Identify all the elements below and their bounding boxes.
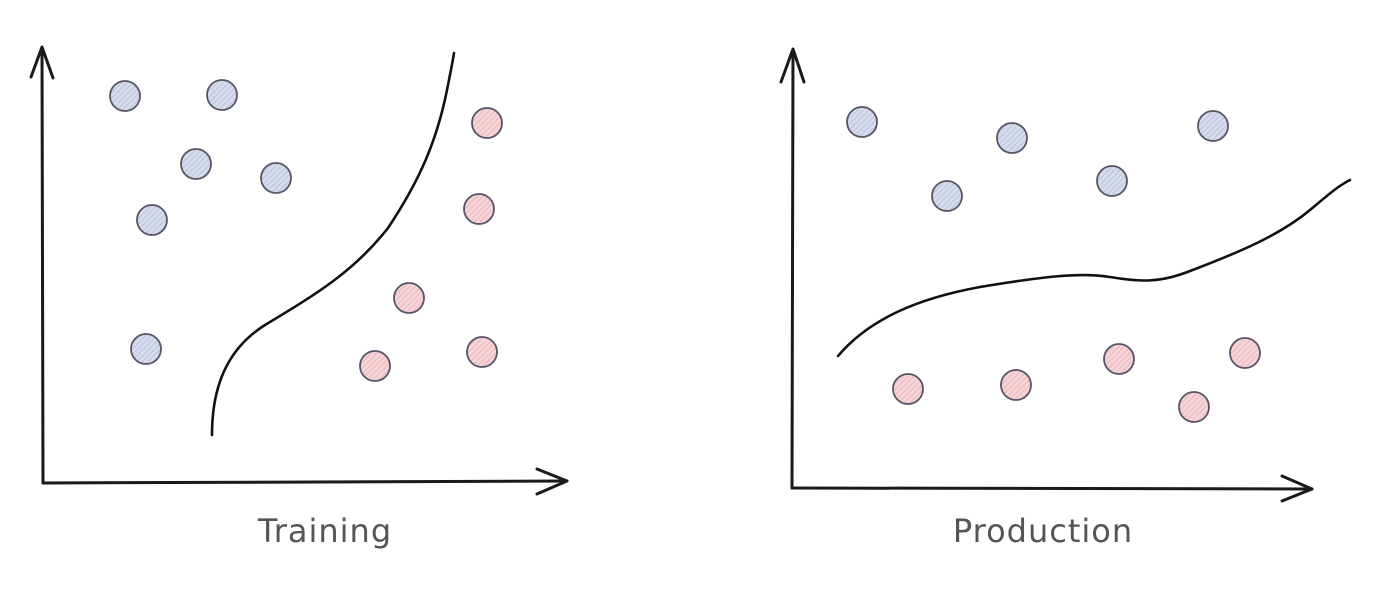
training-decision-boundary <box>210 51 456 437</box>
training-class-b-point-2 <box>463 193 495 225</box>
training-x-axis <box>41 479 569 485</box>
training-class-b-point-3 <box>393 282 425 314</box>
production-title: Production <box>953 512 1133 550</box>
production-class-b-point-1 <box>892 373 924 405</box>
production-class-b-point-5 <box>1178 391 1210 423</box>
training-class-b-point-1 <box>471 107 503 139</box>
production-y-axis <box>790 48 795 490</box>
production-class-b-point-2 <box>1000 369 1032 401</box>
production-axes <box>779 47 1314 503</box>
production-decision-boundary <box>836 178 1352 358</box>
production-x-arrowhead <box>1280 474 1314 503</box>
training-class-a-point-6 <box>130 333 162 365</box>
training-axes <box>29 45 569 496</box>
training-points <box>109 79 503 382</box>
training-class-a-point-5 <box>136 204 168 236</box>
training-y-axis <box>40 46 45 485</box>
production-class-b-point-4 <box>1229 337 1261 369</box>
production-class-a-point-4 <box>931 180 963 212</box>
training-class-b-point-5 <box>466 336 498 368</box>
training-class-a-point-1 <box>109 80 141 112</box>
production-class-b-point-3 <box>1103 343 1135 375</box>
production-class-a-point-1 <box>846 106 878 138</box>
production-y-arrowhead <box>779 47 806 84</box>
production-class-a-point-3 <box>1197 110 1229 142</box>
training-class-a-point-3 <box>180 148 212 180</box>
training-title: Training <box>257 512 392 550</box>
production-class-a-point-5 <box>1096 165 1128 197</box>
training-class-a-point-4 <box>260 162 292 194</box>
production-class-a-point-2 <box>996 122 1028 154</box>
training-class-b-point-4 <box>359 350 391 382</box>
training-panel: Training <box>29 45 569 550</box>
training-y-arrowhead <box>29 45 55 80</box>
production-panel: Production <box>779 47 1352 550</box>
production-x-axis <box>790 486 1314 491</box>
production-points <box>846 106 1261 423</box>
training-class-a-point-2 <box>206 79 238 111</box>
training-x-arrowhead <box>535 467 569 496</box>
